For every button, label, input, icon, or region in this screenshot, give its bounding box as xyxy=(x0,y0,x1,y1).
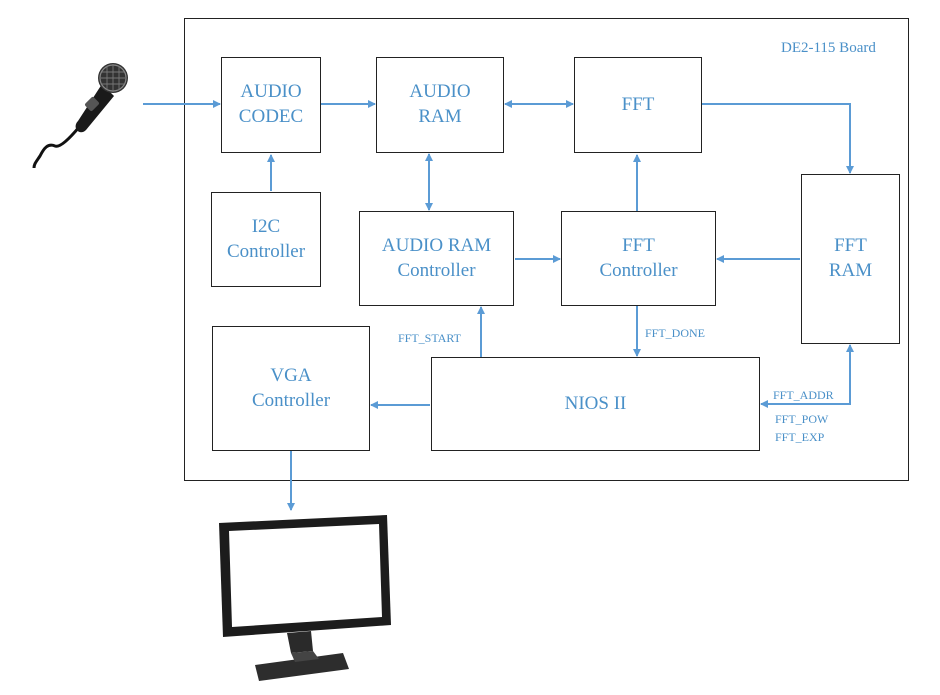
de2-115-board-frame xyxy=(184,18,909,481)
fft-exp-label: FFT_EXP xyxy=(775,430,825,444)
microphone-icon xyxy=(32,63,128,169)
fft-start-label: FFT_START xyxy=(398,331,461,345)
fft-pow-label: FFT_POW xyxy=(775,412,829,426)
fft-block: FFT xyxy=(574,57,702,153)
nios-ii-block: NIOS II xyxy=(431,357,760,451)
fft-done-label: FFT_DONE xyxy=(645,326,706,340)
nios-fft-ram-arrow xyxy=(760,344,854,408)
fft-addr-label: FFT_ADDR xyxy=(773,388,834,402)
fft-to-fft-ram-arrow xyxy=(702,103,854,174)
monitor-icon xyxy=(219,515,391,681)
board-label: DE2-115 Board xyxy=(781,40,876,56)
